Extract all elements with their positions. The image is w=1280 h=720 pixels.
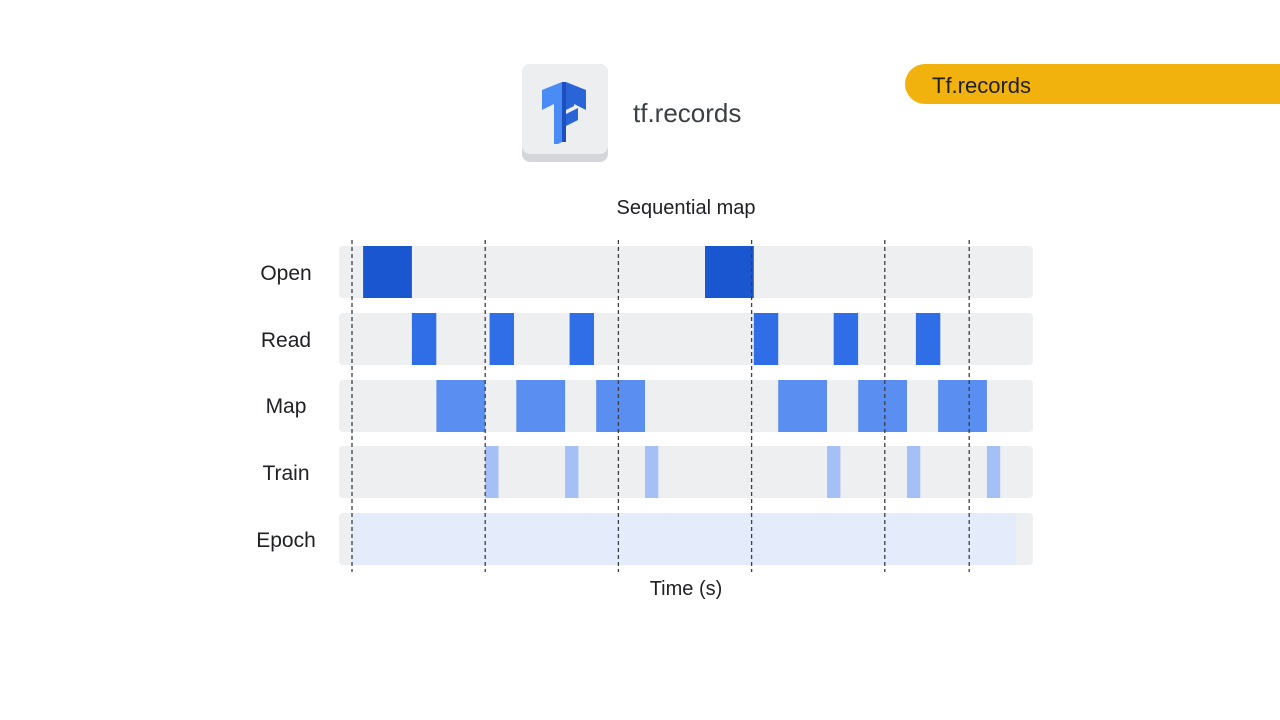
row-label-open: Open (260, 262, 312, 285)
bar-map-5 (938, 380, 987, 432)
tensorflow-logo-icon (542, 82, 586, 144)
bar-read-1 (489, 313, 514, 365)
track-open (339, 246, 1033, 298)
tensorflow-logo-card (522, 64, 608, 162)
x-axis-label: Time (s) (649, 578, 723, 600)
bar-map-3 (778, 380, 827, 432)
row-label-read: Read (260, 329, 312, 352)
bar-train-5 (986, 446, 1001, 498)
bar-train-3 (827, 446, 841, 498)
row-label-train: Train (262, 462, 310, 485)
bar-train-0 (485, 446, 499, 498)
bar-map-2 (596, 380, 645, 432)
bar-read-3 (753, 313, 779, 365)
bar-read-4 (833, 313, 859, 365)
bar-open-1 (705, 246, 754, 298)
bar-train-1 (565, 446, 579, 498)
logo-text: tf.records (633, 98, 742, 128)
section-tag-label: Tf.records (932, 73, 1032, 98)
section-tag: Tf.records (905, 64, 1280, 104)
bar-open-0 (363, 246, 412, 298)
bar-train-2 (645, 446, 659, 498)
row-label-map: Map (265, 395, 307, 418)
chart-title: Sequential map (616, 197, 756, 219)
row-label-epoch: Epoch (256, 529, 316, 552)
bar-train-4 (907, 446, 921, 498)
epoch-bar (352, 513, 1016, 565)
bar-read-0 (411, 313, 437, 365)
bar-map-1 (516, 380, 566, 432)
bar-map-0 (436, 380, 486, 432)
bar-read-5 (915, 313, 941, 365)
bar-read-2 (569, 313, 594, 365)
bar-map-4 (858, 380, 907, 432)
